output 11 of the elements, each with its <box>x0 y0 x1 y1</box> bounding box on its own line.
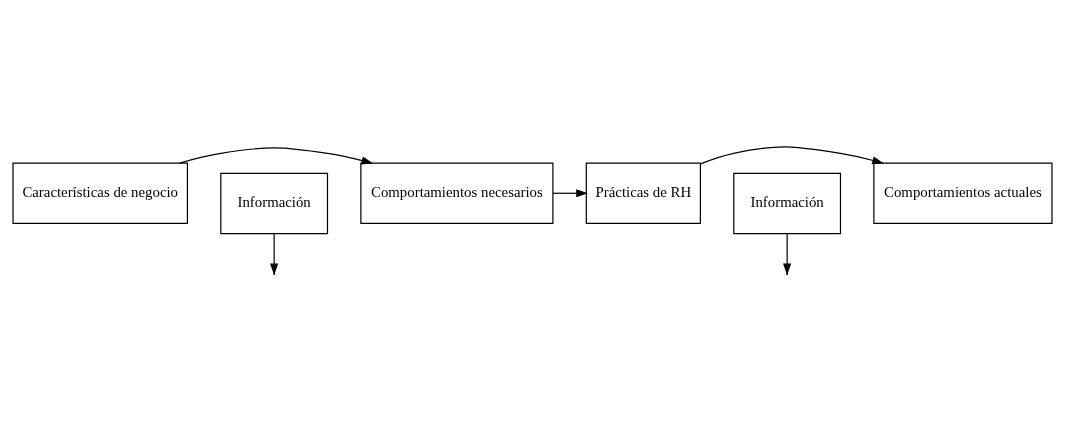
node-box: Características de negocio <box>12 162 189 224</box>
node-box: Información <box>733 172 842 235</box>
node-box: Comportamientos actuales <box>873 162 1053 224</box>
arrow <box>783 233 792 276</box>
arrow <box>179 147 374 165</box>
node-box: Información <box>220 172 329 235</box>
arrow <box>552 189 588 198</box>
arrow <box>700 146 884 165</box>
arrow <box>270 233 279 276</box>
node-box: Prácticas de RH <box>585 162 701 224</box>
node-box: Comportamientos necesarios <box>360 162 554 224</box>
